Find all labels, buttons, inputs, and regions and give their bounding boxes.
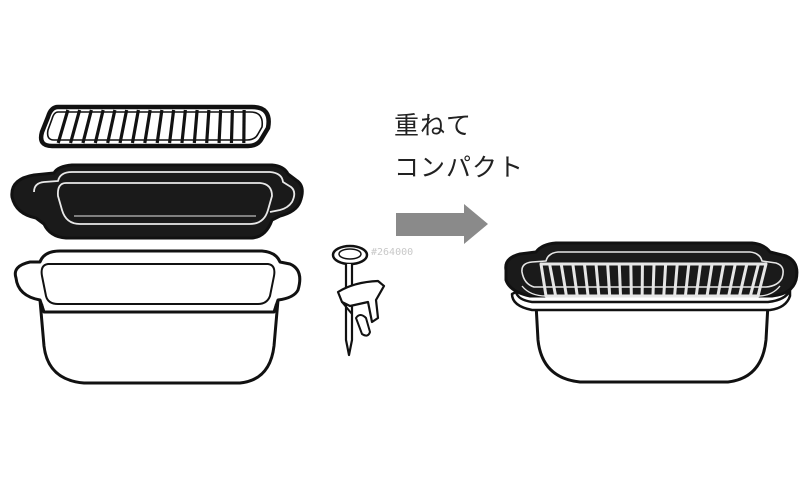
rack-bar (594, 264, 601, 296)
rack-bar (229, 109, 234, 144)
caption-line-1: 重ねて (394, 111, 473, 140)
rack-bar (727, 264, 737, 296)
rack-bar (673, 264, 679, 296)
caption-line-2: コンパクト (394, 153, 525, 182)
outer-pot-icon (13, 249, 302, 385)
rack-bar (705, 264, 714, 296)
rack-bar (192, 109, 199, 144)
rack-bar (118, 109, 129, 144)
rack-bar (143, 109, 152, 144)
rack-bar (684, 264, 691, 296)
rack-bar (217, 109, 223, 144)
thermometer-icon (331, 244, 386, 357)
rack-bar (559, 264, 568, 296)
rack-bar (155, 109, 164, 144)
rack-bar (205, 109, 211, 144)
rack-bar (56, 109, 70, 144)
rack-bar (81, 109, 93, 144)
rack-bar (130, 109, 140, 144)
rack-bar (651, 264, 656, 296)
inner-pan-icon (10, 163, 304, 240)
rack-bar (749, 264, 760, 296)
rack-bar (738, 264, 749, 296)
rack-bar (694, 264, 702, 296)
rack-bar (106, 109, 117, 144)
wire-rack-icon (38, 104, 271, 149)
rack-bar (167, 109, 176, 144)
rack-bar (716, 264, 725, 296)
stacked-rack-bars (548, 264, 760, 296)
rack-bar (548, 264, 557, 296)
right-arrow-icon (396, 204, 488, 244)
watermark-text: #264000 (371, 247, 414, 258)
rack-bar (93, 109, 105, 144)
stacked-set-icon (504, 241, 799, 384)
rack-bar (662, 264, 668, 296)
rack-bars (56, 109, 246, 144)
rack-bar (180, 109, 187, 144)
rack-bar (606, 264, 612, 296)
rack-bar (69, 109, 82, 144)
rack-bar (617, 264, 622, 296)
rack-bar (583, 264, 590, 296)
rack-bar (571, 264, 579, 296)
